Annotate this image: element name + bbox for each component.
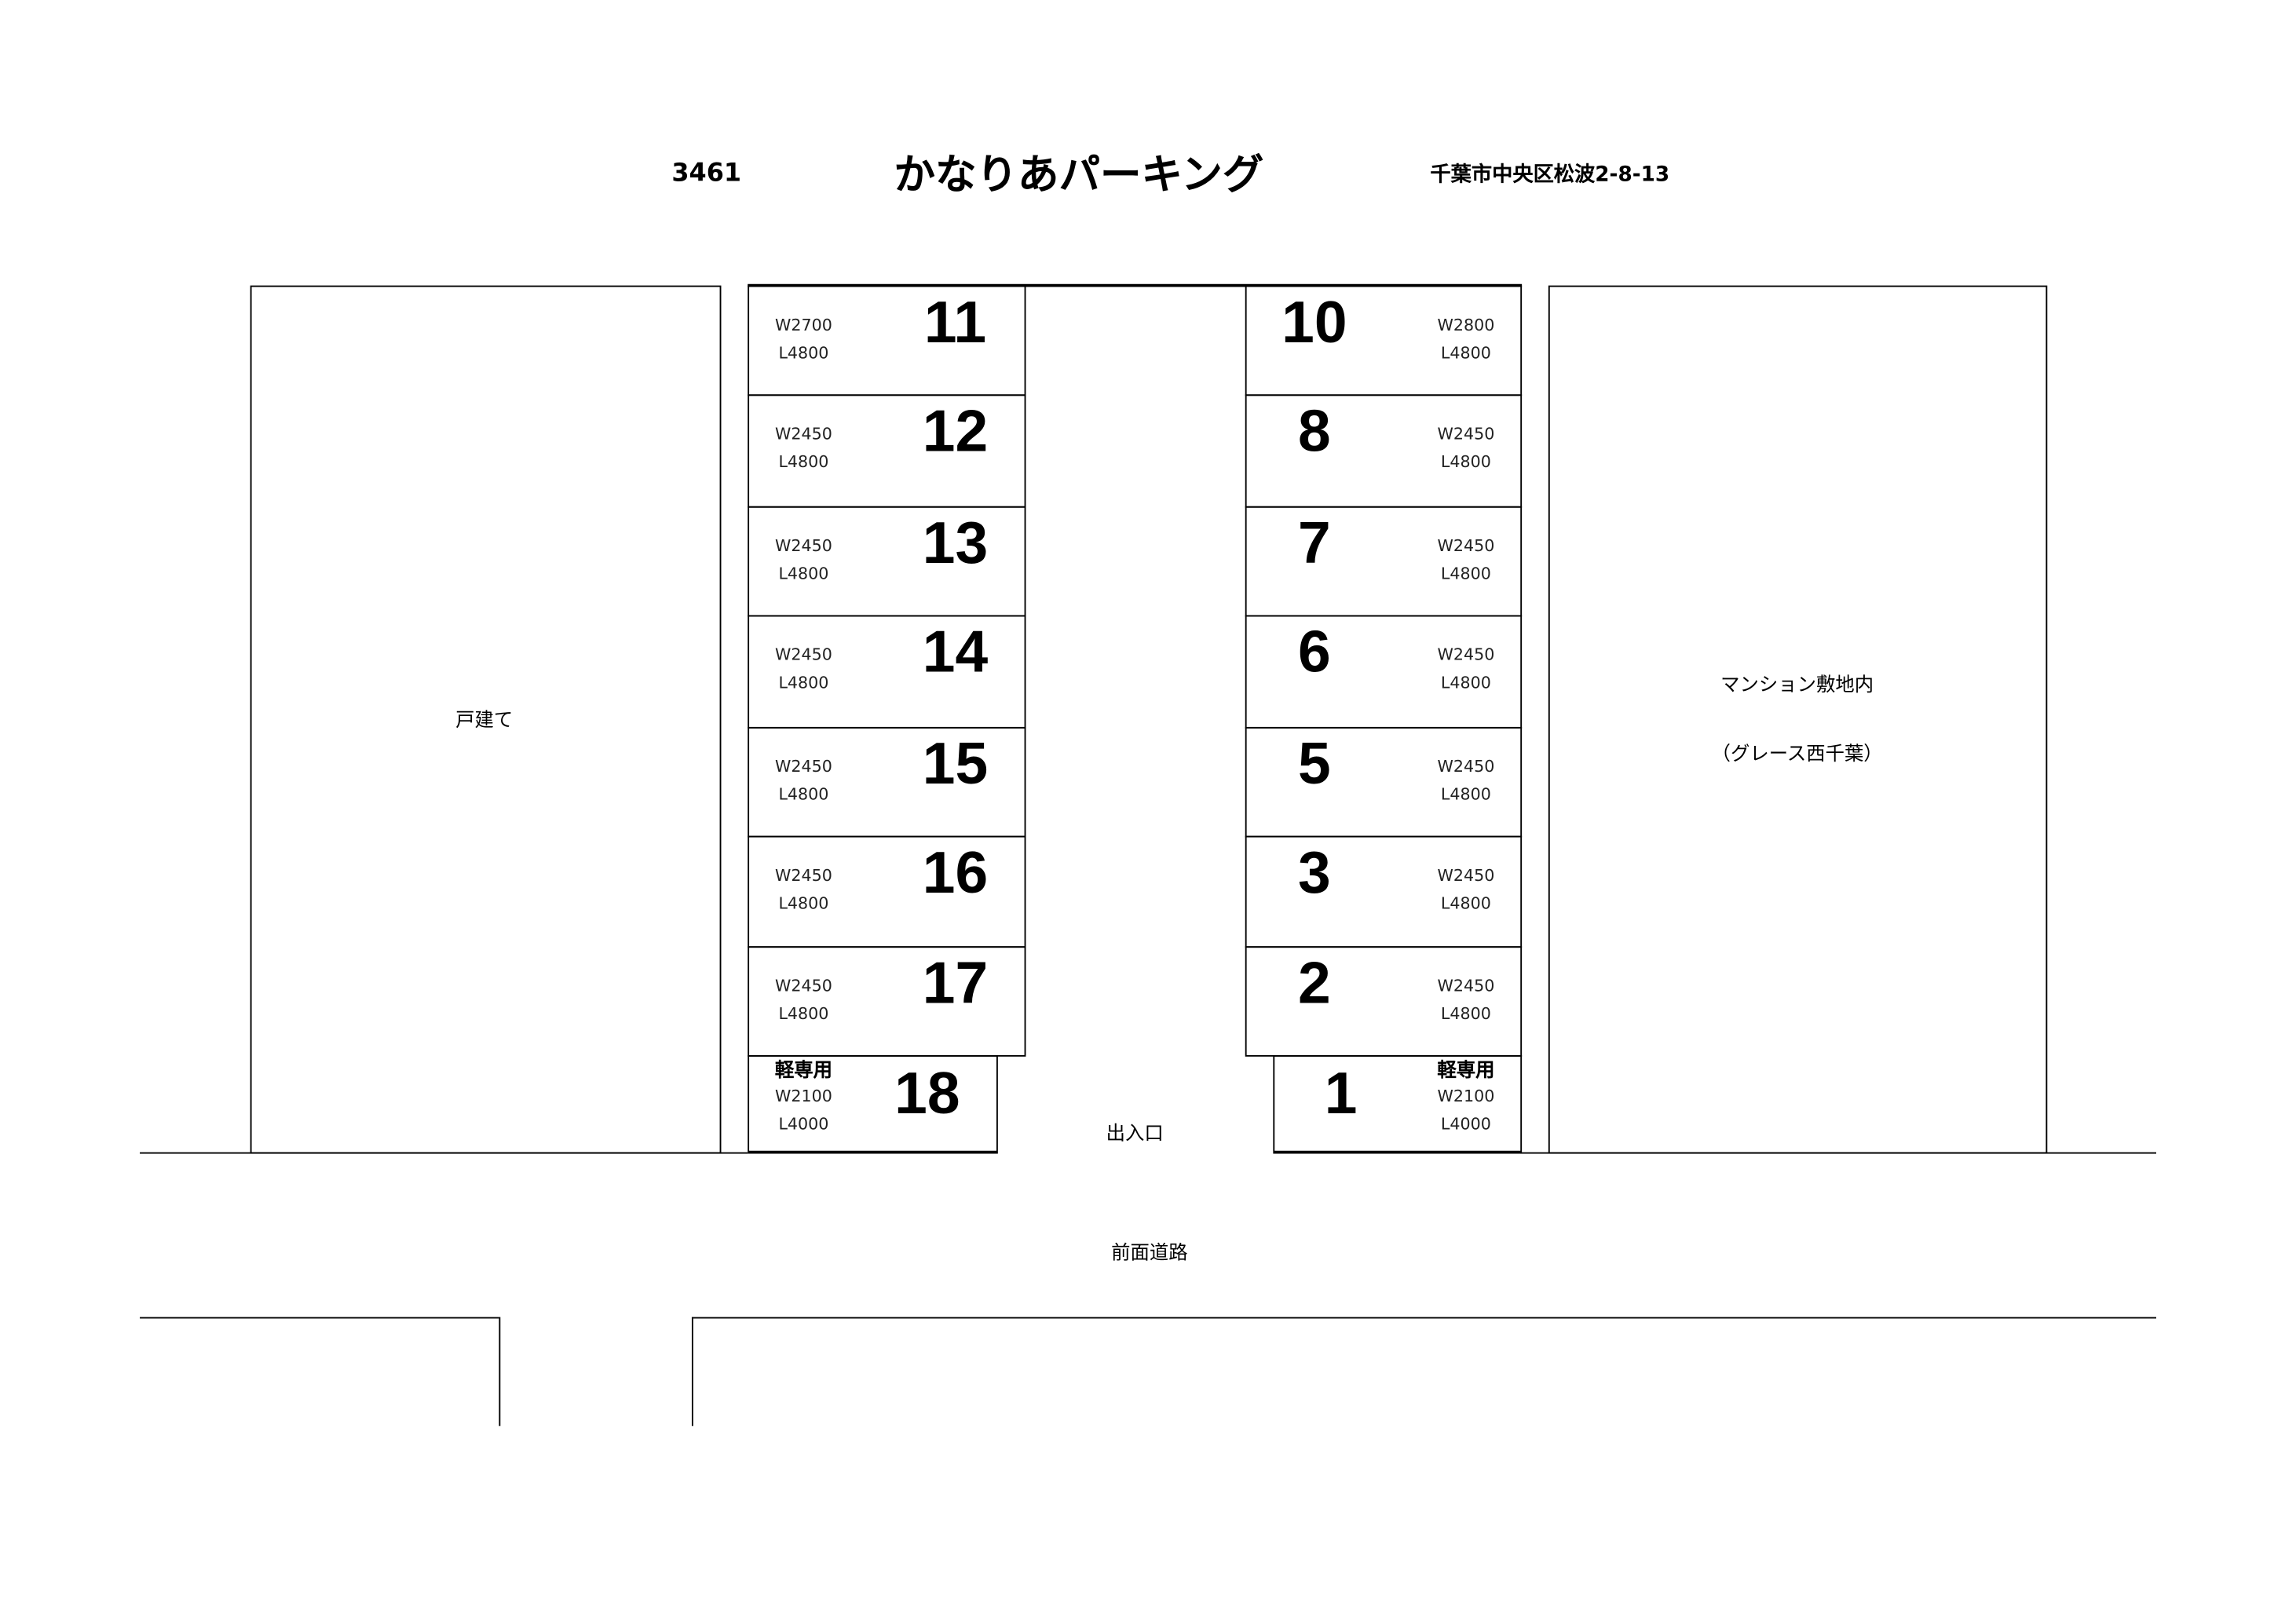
spot-width: W2450 bbox=[774, 424, 832, 444]
road-edge-right bbox=[1520, 1152, 2156, 1154]
spot-width: W2450 bbox=[774, 757, 832, 776]
spot-length: L4800 bbox=[1440, 564, 1491, 584]
spot-number: 17 bbox=[922, 951, 989, 1017]
road-edge-left bbox=[140, 1152, 748, 1154]
spot-length: L4800 bbox=[1440, 893, 1491, 914]
spot-number: 5 bbox=[1297, 732, 1331, 797]
spot-length: L4800 bbox=[1440, 673, 1491, 692]
road-far-edge-right bbox=[691, 1317, 2156, 1319]
side-street-left-edge bbox=[499, 1317, 501, 1427]
spot-length: L4800 bbox=[778, 343, 829, 363]
parking-spot bbox=[1245, 394, 1523, 508]
spot-number: 18 bbox=[894, 1061, 960, 1127]
spot-length: L4000 bbox=[1440, 1114, 1491, 1134]
spot-length: L4800 bbox=[778, 673, 829, 692]
right-building bbox=[1548, 285, 2048, 1154]
spot-number: 6 bbox=[1297, 620, 1331, 685]
spot-number: 7 bbox=[1297, 511, 1331, 576]
front-road-label: 前面道路 bbox=[1111, 1242, 1188, 1266]
spot-width: W2450 bbox=[774, 866, 832, 886]
spot-length: L4800 bbox=[1440, 452, 1491, 472]
parking-spot bbox=[1273, 1054, 1523, 1154]
spot-width: W2700 bbox=[774, 316, 832, 335]
left-building-label: 戸建て bbox=[455, 710, 514, 732]
spot-number: 13 bbox=[922, 511, 989, 576]
spot-number: 12 bbox=[922, 399, 989, 465]
spot-length: L4800 bbox=[778, 1004, 829, 1024]
spot-width: W2450 bbox=[1437, 976, 1495, 996]
spot-width: W2100 bbox=[1437, 1087, 1495, 1106]
spot-width: W2450 bbox=[774, 645, 832, 665]
spot-number: 16 bbox=[922, 841, 989, 906]
kei-only-label: 軽専用 bbox=[1437, 1060, 1495, 1083]
spot-number: 14 bbox=[922, 620, 989, 685]
spot-length: L4800 bbox=[778, 784, 829, 805]
spot-number: 2 bbox=[1297, 951, 1331, 1017]
parking-spot bbox=[1245, 835, 1523, 948]
spot-width: W2450 bbox=[1437, 866, 1495, 886]
parking-spot bbox=[1245, 726, 1523, 838]
parking-spot bbox=[1245, 506, 1523, 617]
spot-length: L4800 bbox=[778, 893, 829, 914]
lot-top-border bbox=[748, 283, 1523, 287]
parking-spot bbox=[748, 1054, 998, 1154]
spot-length: L4800 bbox=[1440, 784, 1491, 805]
spot-length: L4800 bbox=[1440, 343, 1491, 363]
spot-width: W2800 bbox=[1437, 316, 1495, 335]
spot-width: W2450 bbox=[1437, 424, 1495, 444]
entrance-label: 出入口 bbox=[1106, 1123, 1164, 1146]
right-building-name: （グレース西千葉） bbox=[1711, 743, 1883, 766]
spot-width: W2450 bbox=[1437, 645, 1495, 665]
spot-width: W2450 bbox=[774, 536, 832, 556]
spot-length: L4800 bbox=[778, 452, 829, 472]
spot-width: W2100 bbox=[774, 1087, 832, 1106]
kei-only-label: 軽専用 bbox=[774, 1060, 832, 1083]
spot-number: 10 bbox=[1281, 290, 1347, 356]
spot-number: 15 bbox=[922, 732, 989, 797]
spot-number: 3 bbox=[1297, 841, 1331, 906]
lot-code: 3461 bbox=[671, 159, 742, 188]
road-far-edge-left bbox=[140, 1317, 499, 1319]
spot-width: W2450 bbox=[1437, 757, 1495, 776]
spot-width: W2450 bbox=[1437, 536, 1495, 556]
parking-spot bbox=[1245, 615, 1523, 729]
side-street-right-edge bbox=[691, 1317, 693, 1427]
spot-length: L4800 bbox=[1440, 1004, 1491, 1024]
spot-length: L4800 bbox=[778, 564, 829, 584]
spot-number: 8 bbox=[1297, 399, 1331, 465]
right-building-label: マンション敷地内 bbox=[1720, 674, 1874, 697]
spot-width: W2450 bbox=[774, 976, 832, 996]
page-title: かなりあパーキング bbox=[894, 150, 1264, 199]
parking-spot bbox=[1245, 946, 1523, 1057]
spot-number: 11 bbox=[923, 290, 987, 356]
spot-number: 1 bbox=[1324, 1061, 1358, 1127]
address: 千葉市中央区松波2-8-13 bbox=[1430, 163, 1670, 188]
spot-length: L4000 bbox=[778, 1114, 829, 1134]
